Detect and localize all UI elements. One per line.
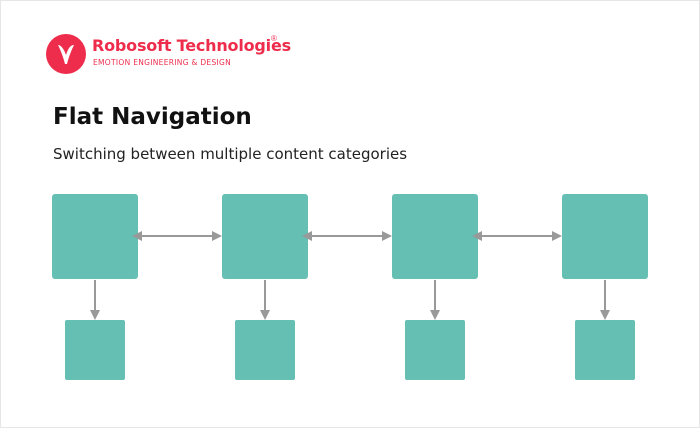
page-title: Flat Navigation — [53, 104, 252, 130]
robosoft-logo-mark-icon — [46, 34, 86, 74]
page-subtitle: Switching between multiple content categ… — [53, 145, 408, 163]
logo-registered-mark: ® — [271, 34, 277, 43]
robosoft-logo: Robosoft Technologies ® EMOTION ENGINEER… — [46, 34, 296, 78]
logo-tagline: EMOTION ENGINEERING & DESIGN — [93, 58, 232, 67]
logo-brand-name: Robosoft Technologies — [92, 36, 291, 55]
